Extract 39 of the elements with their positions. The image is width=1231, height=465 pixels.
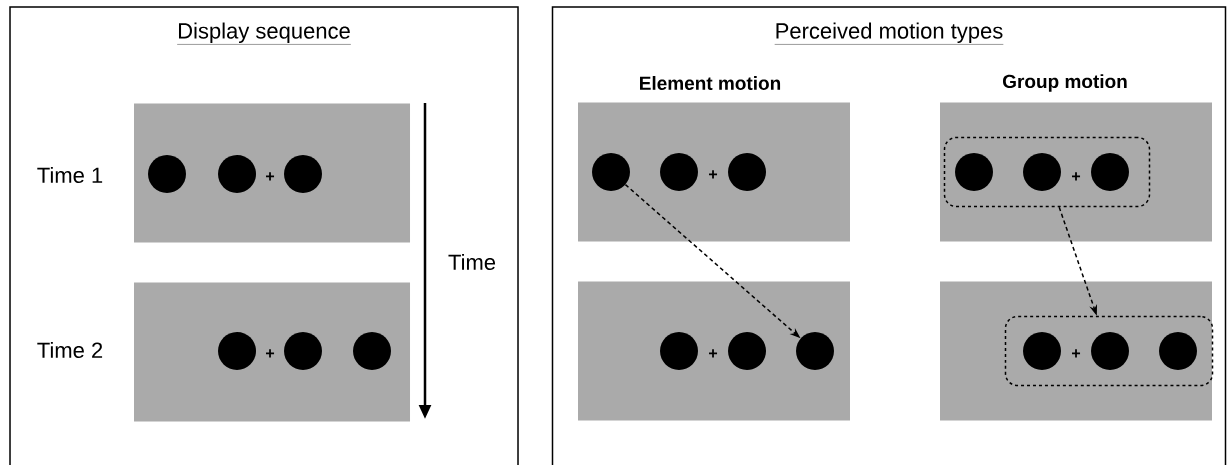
column-heading: Group motion xyxy=(1003,74,1127,92)
dot xyxy=(592,153,630,191)
dot xyxy=(218,332,256,370)
dot xyxy=(660,153,698,191)
display-frame xyxy=(134,103,410,243)
group-outline xyxy=(1004,315,1214,387)
dot xyxy=(955,153,993,191)
group-outline xyxy=(943,136,1151,208)
fixation-cross: + xyxy=(266,172,275,181)
display-frame xyxy=(940,281,1212,421)
fixation-cross: + xyxy=(1072,172,1081,181)
dot xyxy=(148,155,186,193)
dot xyxy=(1023,332,1061,370)
display-frame xyxy=(578,281,850,421)
column-heading: Element motion xyxy=(640,76,781,90)
dot xyxy=(353,332,391,370)
dot xyxy=(218,155,256,193)
dot xyxy=(284,332,322,370)
display-frame xyxy=(134,282,410,422)
display-frame xyxy=(578,102,850,242)
fixation-cross: + xyxy=(1072,349,1081,358)
dot xyxy=(1091,153,1129,191)
display-frame xyxy=(940,102,1212,242)
axis-label: Time xyxy=(448,253,496,271)
dot xyxy=(1023,153,1061,191)
dot xyxy=(1091,332,1129,370)
panel-heading: Perceived motion types xyxy=(774,22,1004,45)
dot xyxy=(284,155,322,193)
panel-heading: Display sequence xyxy=(177,22,352,45)
dot xyxy=(728,332,766,370)
dot xyxy=(728,153,766,191)
time-label: Time 1 xyxy=(37,166,103,184)
dot xyxy=(660,332,698,370)
time-label: Time 2 xyxy=(37,341,103,359)
fixation-cross: + xyxy=(709,349,718,358)
dot xyxy=(1159,332,1197,370)
fixation-cross: + xyxy=(266,349,275,358)
dot xyxy=(796,332,834,370)
fixation-cross: + xyxy=(709,170,718,179)
